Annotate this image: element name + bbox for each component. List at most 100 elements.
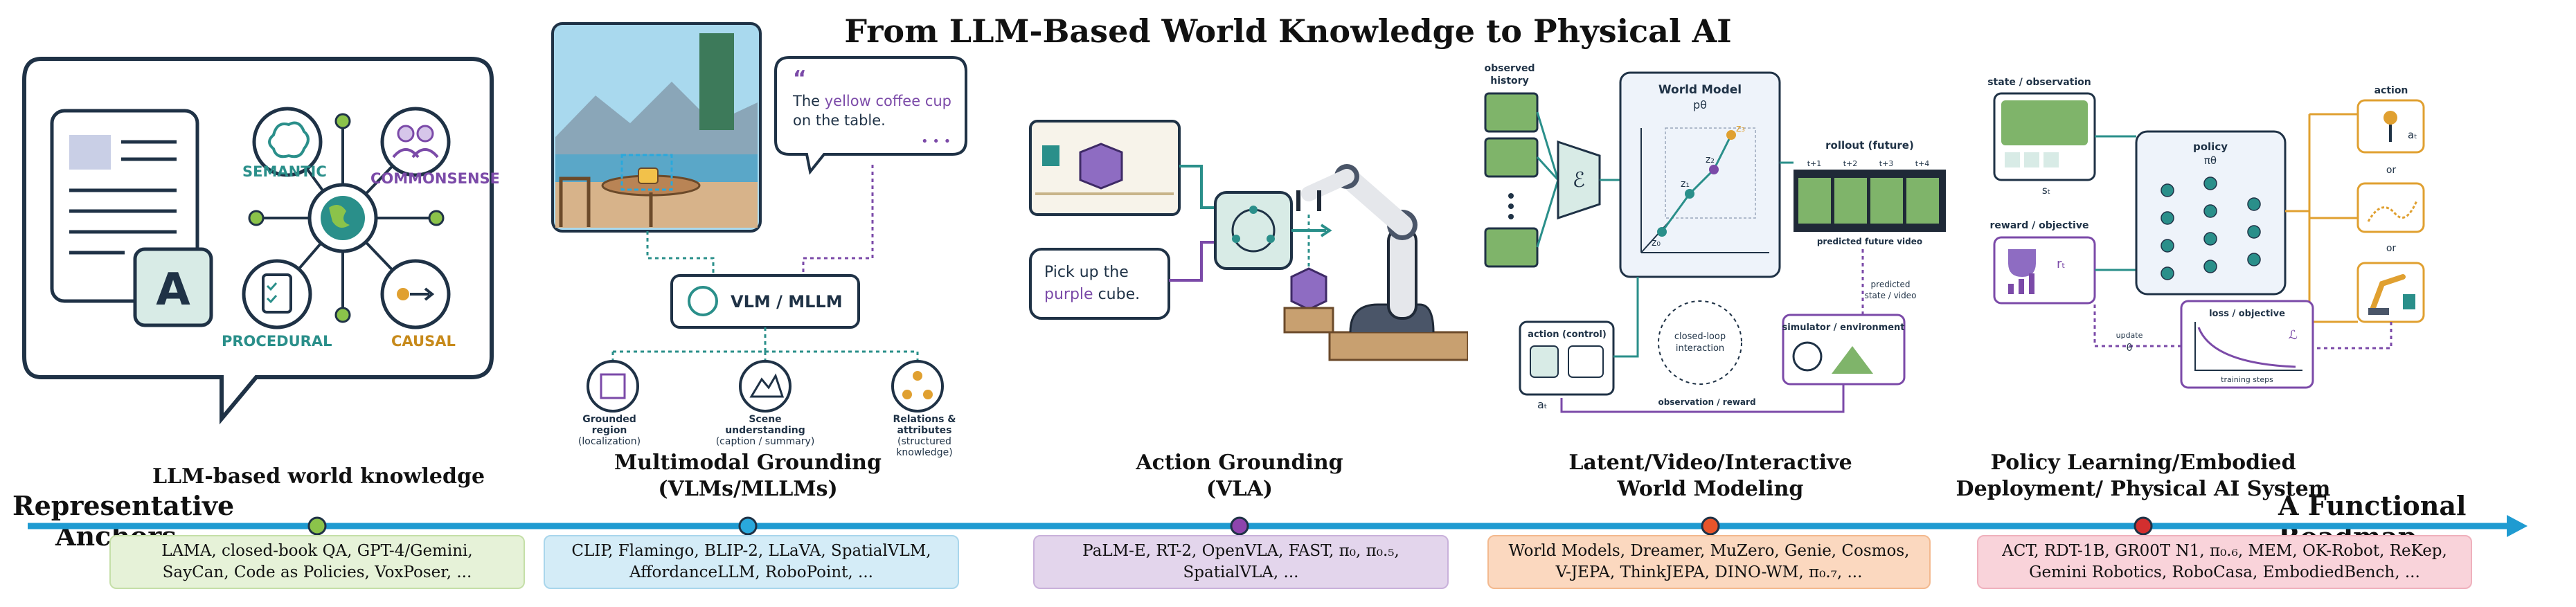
grounded-region-box [620,154,673,191]
state-observation-card [1993,92,2096,181]
brain-icon [252,107,323,177]
globe-icon [1792,341,1823,372]
stage-dot-multimodal [738,516,758,536]
output-label-relations: Relations & attributes(structured knowle… [893,414,956,458]
svg-text:closed-loop: closed-loop [1674,332,1726,342]
svg-text:θ: θ [2127,343,2133,354]
robot-arm-action [2356,262,2425,323]
cause-effect-icon [380,259,451,329]
svg-text:interaction: interaction [1676,343,1724,354]
svg-text:predicted future video: predicted future video [1817,237,1922,246]
action-control-box: action (control) [1519,320,1615,396]
stage-label-action: Action Grounding(VLA) [1136,451,1343,501]
svg-text:action (control): action (control) [1528,329,1607,340]
semantic-label: SEMANTIC [242,163,327,180]
stage-label-multimodal: Multimodal Grounding(VLMs/MLLMs) [614,451,882,501]
svg-text:rollout (future): rollout (future) [1825,139,1914,152]
document-icon: A [50,109,213,327]
svg-text:aₜ: aₜ [1537,398,1548,411]
svg-text:state / video: state / video [1865,291,1917,300]
svg-text:rₜ: rₜ [2057,257,2066,271]
causal-label: CAUSAL [391,333,456,350]
simulator-box: simulator / environment [1782,314,1906,386]
svg-text:predicted: predicted [1871,280,1911,289]
scene-image [551,22,762,233]
observed-history-frames [1484,92,1539,268]
svg-text:sₜ: sₜ [2042,184,2050,197]
anchors-box-policy: ACT, RDT-1B, GR00T N1, π₀.₆, MEM, OK-Rob… [1977,535,2472,589]
svg-text:πθ: πθ [2204,154,2217,167]
anchors-box-action: PaLM-E, RT-2, OpenVLA, FAST, π₀, π₀.₅,Sp… [1033,535,1449,589]
svg-text:state / observation: state / observation [1987,77,2091,88]
output-grounded-region [587,360,639,413]
output-label-scene: Scene understanding(caption / summary) [715,414,815,447]
svg-text:simulator / environment: simulator / environment [1782,323,1904,333]
svg-text:training steps: training steps [2221,375,2273,384]
checklist-icon [242,259,312,329]
stage-label-llm: LLM-based world knowledge [152,464,485,489]
output-relations [891,360,944,413]
panel-llm-knowledge: A SEMANTIC COMMONSENSE [22,57,499,425]
svg-text:z₀: z₀ [1652,237,1661,248]
svg-text:z₁: z₁ [1681,179,1690,190]
panel-multimodal-grounding: “ The yellow coffee cup on the table. • … [551,22,967,413]
predicted-video-strip [1794,170,1946,232]
policy-network: policy πθ [2135,130,2287,296]
reward-card [1993,236,2096,305]
world-model-box: World Model pθ z₀ z₁ z₂ z₃ [1619,71,1781,278]
svg-text:The yellow coffee cup: The yellow coffee cup [792,93,951,109]
svg-text:t+2: t+2 [1843,159,1858,168]
people-icon [380,107,451,177]
procedural-label: PROCEDURAL [222,333,332,350]
trajectory-action [2356,182,2425,233]
page-title: From LLM-Based World Knowledge to Physic… [844,12,1732,50]
svg-text:t+4: t+4 [1915,159,1930,168]
panel-policy-learning: state / observation sₜ reward / objectiv… [1987,77,2425,389]
commonsense-label: COMMONSENSE [370,170,499,187]
stage-dot-policy [2134,516,2153,536]
axis-left-label: Representative [12,490,235,521]
panel-world-modeling: observed history ℰ World Model pθ z₀ z₁ … [1484,63,1946,413]
robot-arm [1283,164,1468,361]
anchors-box-llm: LAMA, closed-book QA, GPT-4/Gemini,SayCa… [109,535,525,589]
policy-network-icon [1214,191,1293,270]
svg-text:action: action [2374,85,2408,96]
loss-chart: loss / objective ℒ training steps [2180,300,2314,389]
stage-dot-llm [307,516,327,536]
anchors-box-world-modeling: World Models, Dreamer, MuZero, Genie, Co… [1487,535,1931,589]
svg-text:history: history [1490,75,1528,87]
svg-text:reward / objective: reward / objective [1990,220,2089,231]
svg-text:or: or [2386,165,2397,176]
svg-text:purple cube.: purple cube. [1044,286,1140,303]
caption-bubble: “ The yellow coffee cup on the table. • … [774,56,967,175]
observation-frame [1029,120,1181,216]
joystick-action [2356,99,2425,154]
doc-letter: A [156,264,190,316]
svg-text:ℰ: ℰ [1573,168,1585,192]
svg-text:observed: observed [1484,63,1535,74]
stage-dot-world-modeling [1701,516,1720,536]
output-label-grounded: Grounded region(localization) [578,414,641,447]
globe-icon [307,183,378,253]
instruction-bubble: Pick up the purple cube. [1029,248,1170,320]
svg-text:• • •: • • • [921,134,951,149]
svg-text:policy: policy [2193,141,2228,153]
svg-text:ℒ: ℒ [2289,328,2298,343]
encoder-block: ℰ [1557,140,1601,220]
stage-dot-action [1230,516,1249,536]
svg-text:“: “ [793,66,807,91]
svg-text:t+1: t+1 [1807,159,1822,168]
output-scene-understanding [739,360,791,413]
svg-text:World Model: World Model [1658,83,1742,97]
svg-text:update: update [2116,331,2143,340]
svg-text:VLM / MLLM: VLM / MLLM [731,292,843,311]
roadmap-axis [28,515,2528,537]
svg-text:pθ: pθ [1693,98,1707,111]
anchors-box-multimodal: CLIP, Flamingo, BLIP-2, LLaVA, SpatialVL… [544,535,959,589]
panel-action-grounding: Pick up the purple cube. [1029,120,1468,361]
svg-text:observation / reward: observation / reward [1658,397,1755,407]
brain-icon [688,286,718,316]
svg-text:aₜ: aₜ [2408,129,2417,141]
